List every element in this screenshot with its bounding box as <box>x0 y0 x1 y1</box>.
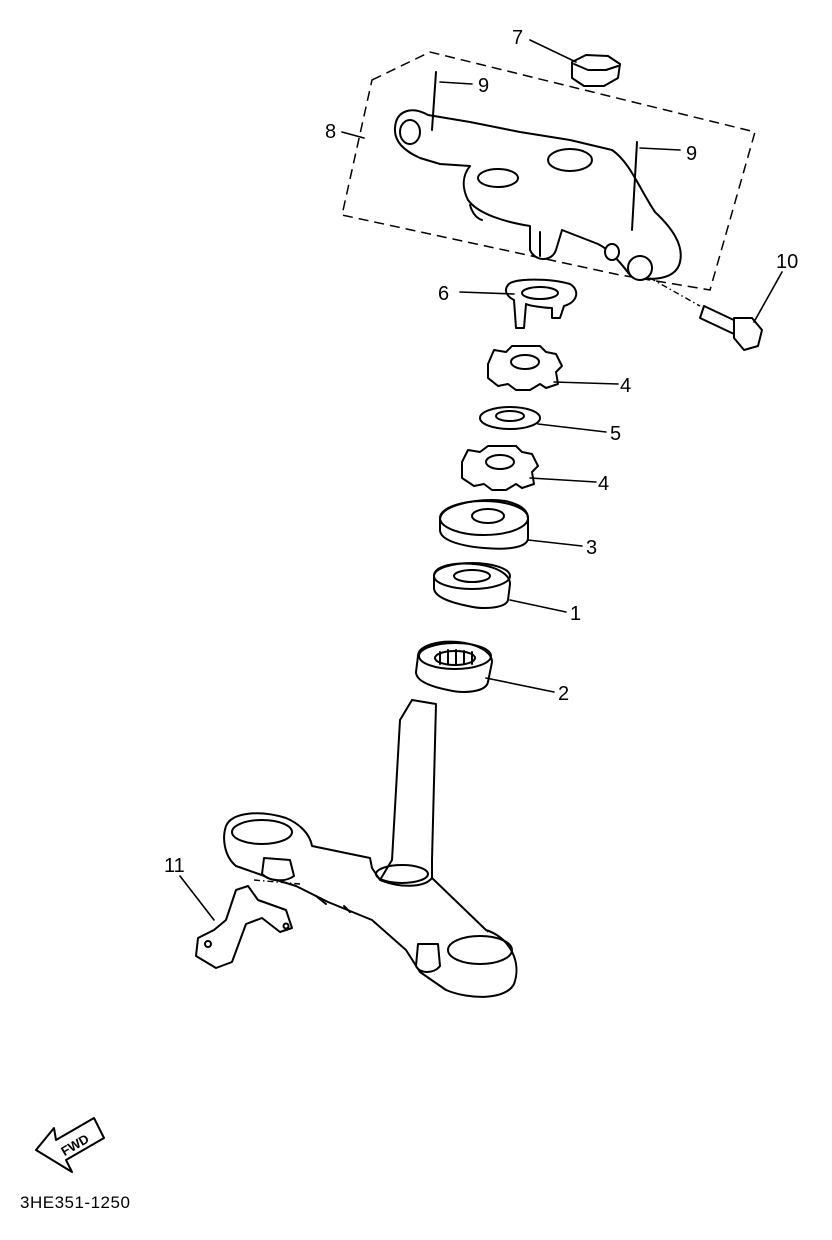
callout-7: 7 <box>512 27 523 49</box>
leader-9a <box>439 81 473 85</box>
callout-2: 2 <box>558 683 569 705</box>
leader-8 <box>341 131 365 139</box>
leader-5 <box>537 423 607 433</box>
upper-bracket <box>393 109 682 281</box>
callout-6: 6 <box>438 283 449 305</box>
leader-9b <box>639 147 681 151</box>
assembly-line-stem-left <box>253 879 301 885</box>
leader-10 <box>753 271 783 323</box>
leader-7 <box>529 39 577 63</box>
fwd-arrow-icon: FWD <box>35 1117 105 1173</box>
ring-nut-lower <box>461 445 539 491</box>
diagram-code: 3HE351-1250 <box>20 1193 130 1212</box>
ring-nut-upper <box>487 345 563 391</box>
callout-4a: 4 <box>620 375 631 397</box>
leader-1 <box>509 599 567 613</box>
assembly-outline-8 <box>341 51 756 291</box>
bolt <box>699 305 763 351</box>
leader-4a <box>553 381 619 385</box>
cap-nut <box>571 54 621 87</box>
leader-11 <box>179 875 215 921</box>
leader-3 <box>527 539 583 547</box>
pin-left <box>431 71 437 131</box>
bearing-upper <box>433 562 511 609</box>
bearing-cover <box>439 499 529 550</box>
callout-11: 11 <box>164 855 185 877</box>
callout-1: 1 <box>570 603 581 625</box>
leader-6 <box>459 291 515 295</box>
callout-9b: 9 <box>686 143 697 165</box>
callout-9a: 9 <box>478 75 489 97</box>
callout-10: 10 <box>776 251 798 273</box>
lock-washer <box>505 278 578 329</box>
leader-2 <box>485 677 555 693</box>
bearing-lower <box>415 640 493 693</box>
cable-bracket <box>195 885 293 969</box>
callout-4b: 4 <box>598 473 609 495</box>
callout-3: 3 <box>586 537 597 559</box>
leader-4b <box>529 477 597 483</box>
callout-8: 8 <box>325 121 336 143</box>
washer <box>479 406 541 430</box>
steering-stem <box>223 699 518 998</box>
pin-right <box>631 141 638 231</box>
assembly-line-bolt <box>649 277 701 307</box>
callout-5: 5 <box>610 423 621 445</box>
